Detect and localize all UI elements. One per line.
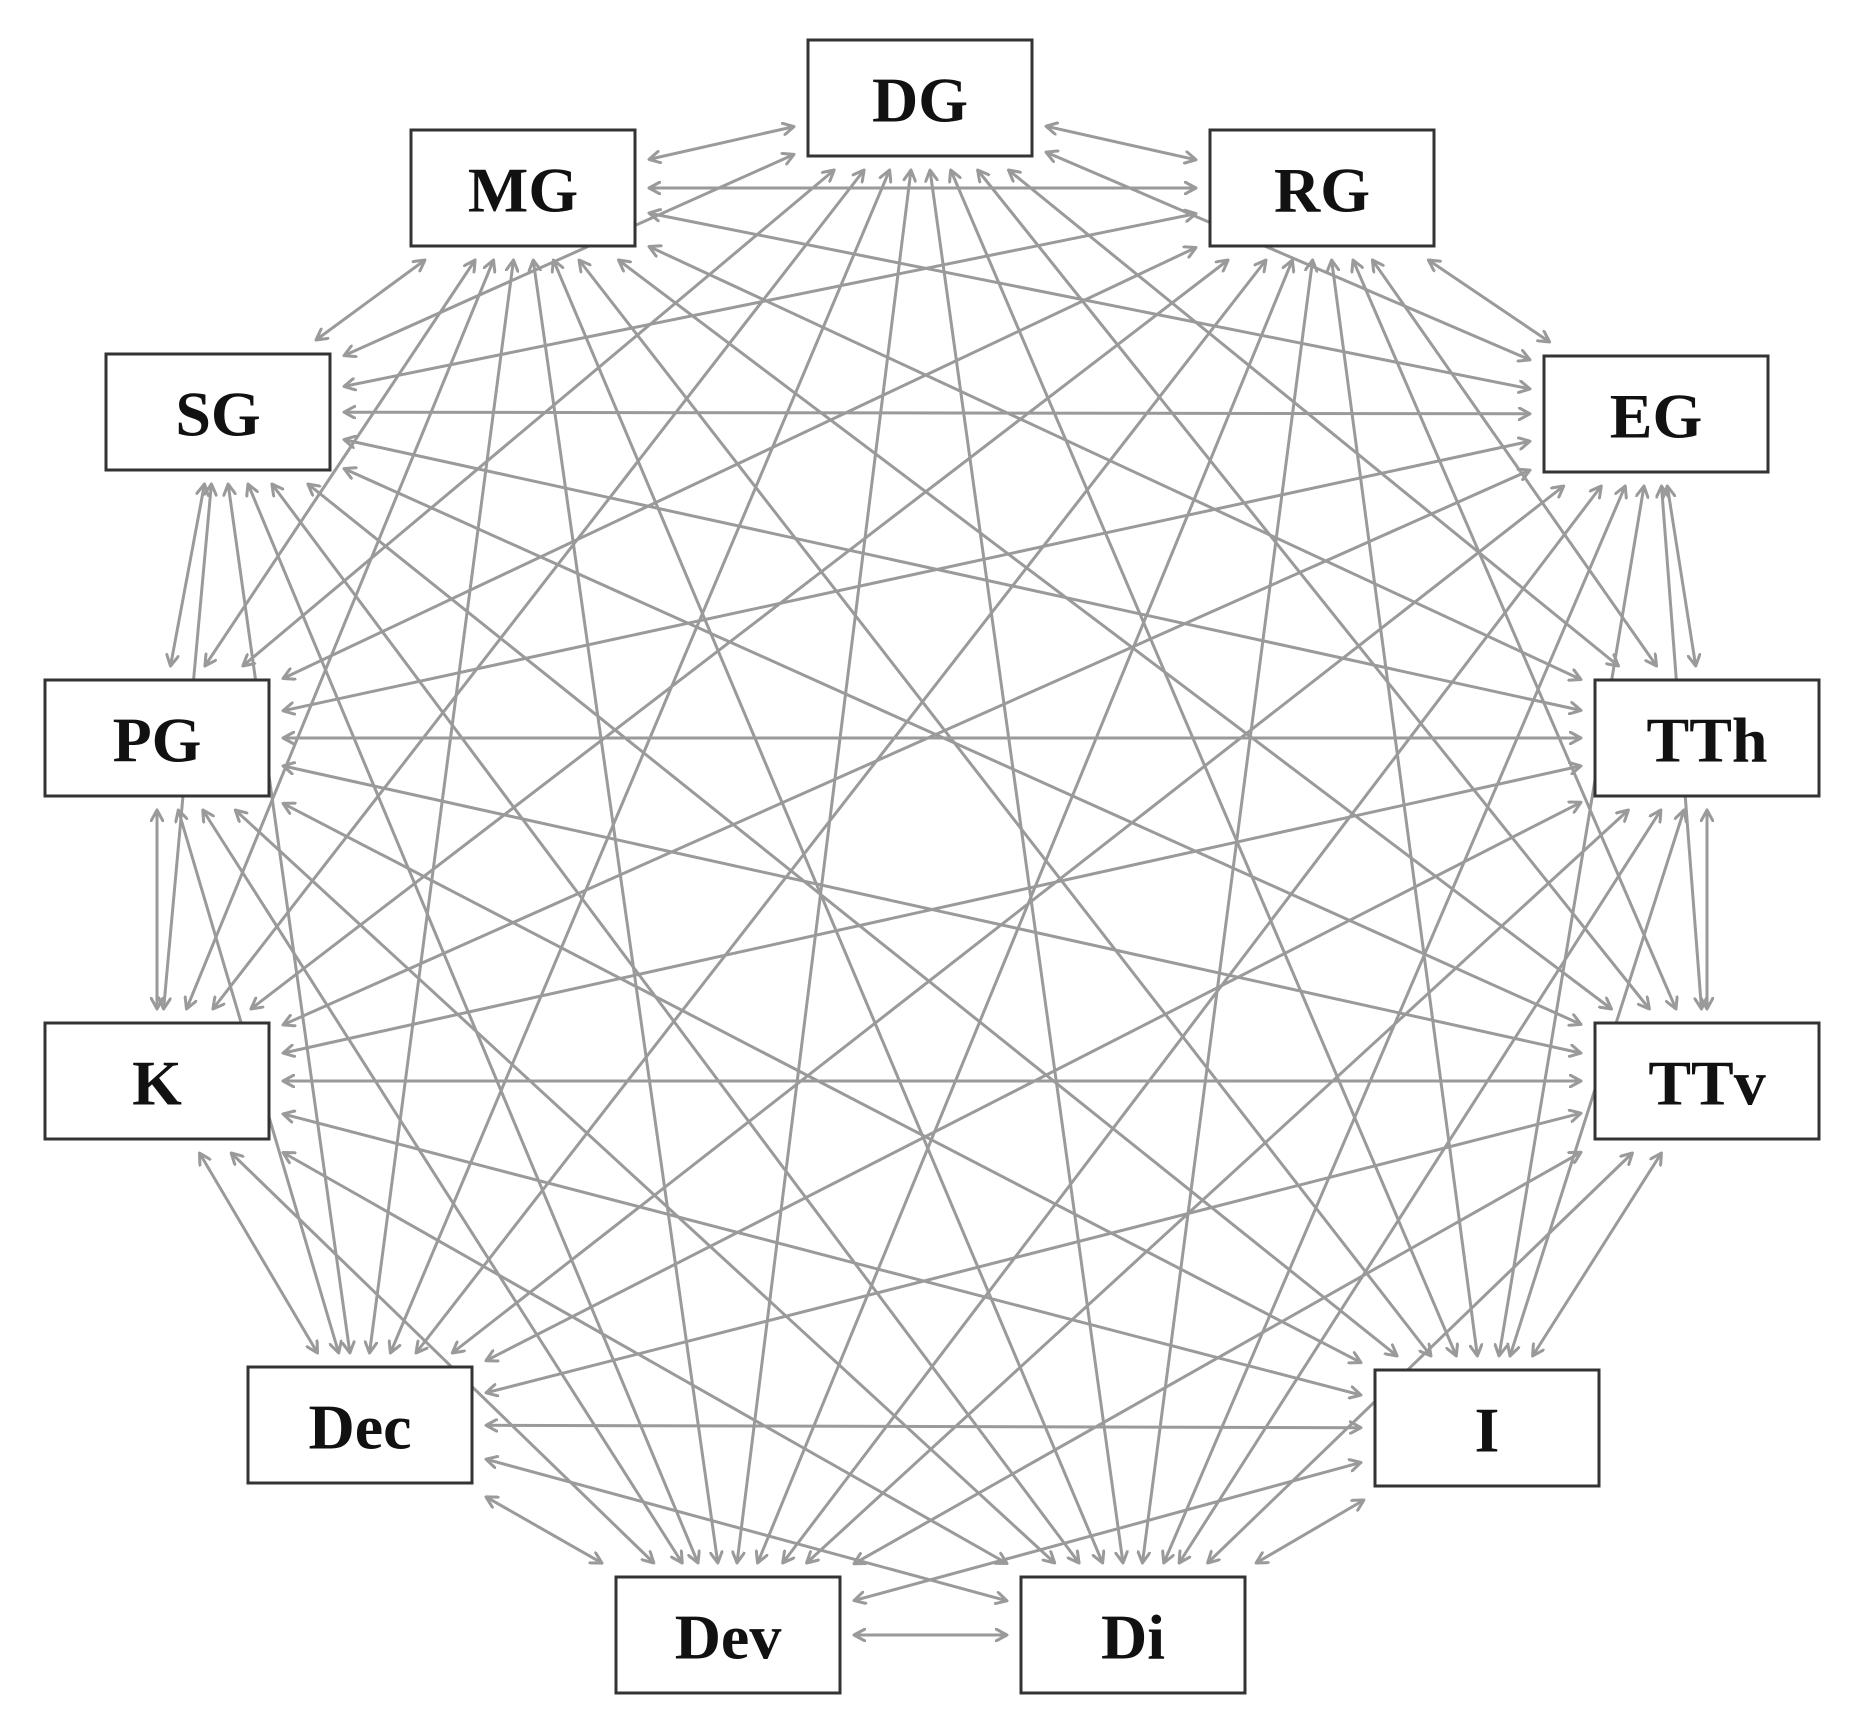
- node-label-dev: Dev: [675, 1602, 782, 1673]
- edge-sg-eg: [344, 412, 1530, 414]
- edge-dev-dec: [486, 1497, 602, 1563]
- node-box-ttv: [1593, 1021, 1821, 1141]
- node-tth: TTh: [1593, 678, 1821, 798]
- edge-rg-dev: [758, 260, 1293, 1563]
- node-box-pg: [43, 678, 271, 798]
- node-label-ttv: TTv: [1648, 1048, 1765, 1119]
- node-sg: SG: [104, 352, 332, 472]
- edge-ttv-i: [1533, 1153, 1662, 1356]
- node-pg: PG: [43, 678, 271, 798]
- edge-i-dec: [486, 1425, 1361, 1427]
- node-label-mg: MG: [468, 155, 578, 226]
- node-dev: Dev: [614, 1575, 842, 1695]
- edge-i-di: [1256, 1500, 1364, 1563]
- node-box-di: [1019, 1575, 1247, 1695]
- node-label-di: Di: [1101, 1602, 1165, 1673]
- node-box-tth: [1593, 678, 1821, 798]
- edge-dec-k: [200, 1153, 318, 1353]
- node-i: I: [1373, 1368, 1601, 1488]
- edge-pg-sg: [171, 484, 205, 666]
- edge-mg-dev: [533, 260, 718, 1563]
- edge-sg-i: [308, 484, 1397, 1356]
- edge-sg-dec: [228, 484, 350, 1353]
- edge-ttv-di: [1208, 1153, 1633, 1563]
- node-box-dg: [806, 38, 1034, 158]
- edge-dg-rg: [1046, 126, 1196, 160]
- node-k: K: [43, 1021, 271, 1141]
- node-ttv: TTv: [1593, 1021, 1821, 1141]
- node-label-rg: RG: [1274, 155, 1370, 226]
- node-dec: Dec: [246, 1365, 474, 1485]
- edge-eg-tth: [1667, 486, 1695, 666]
- edge-mg-i: [579, 260, 1431, 1356]
- edge-k-i: [283, 1114, 1361, 1395]
- edge-rg-i: [1332, 260, 1478, 1356]
- node-box-sg: [104, 352, 332, 472]
- node-label-pg: PG: [113, 705, 202, 776]
- node-label-i: I: [1475, 1395, 1500, 1466]
- edge-mg-dec: [370, 260, 514, 1353]
- node-box-dec: [246, 1365, 474, 1485]
- edge-rg-k: [251, 260, 1228, 1009]
- edge-mg-dg: [649, 127, 794, 160]
- edge-rg-di: [1142, 260, 1312, 1563]
- node-label-tth: TTh: [1647, 705, 1768, 776]
- node-box-k: [43, 1021, 271, 1141]
- node-box-mg: [409, 128, 637, 248]
- edge-dg-dev: [737, 170, 911, 1563]
- node-label-k: K: [132, 1048, 182, 1119]
- node-di: Di: [1019, 1575, 1247, 1695]
- edge-eg-i: [1499, 486, 1644, 1356]
- node-eg: EG: [1542, 354, 1770, 474]
- edge-dg-dec: [390, 170, 889, 1353]
- edge-dg-i: [951, 170, 1457, 1356]
- node-label-sg: SG: [175, 379, 260, 450]
- edge-rg-pg: [283, 248, 1196, 679]
- node-box-rg: [1208, 128, 1436, 248]
- node-label-dg: DG: [872, 65, 968, 136]
- edges-layer: [157, 126, 1707, 1635]
- edge-dg-di: [930, 170, 1123, 1563]
- edge-k-dev: [231, 1153, 654, 1563]
- edge-mg-ttv: [619, 260, 1612, 1009]
- node-dg: DG: [806, 38, 1034, 158]
- edge-di-dec: [486, 1459, 1007, 1601]
- node-box-i: [1373, 1368, 1601, 1488]
- node-mg: MG: [409, 128, 637, 248]
- edge-sg-tth: [344, 440, 1581, 711]
- node-rg: RG: [1208, 128, 1436, 248]
- node-box-eg: [1542, 354, 1770, 474]
- node-label-eg: EG: [1610, 381, 1702, 452]
- node-box-dev: [614, 1575, 842, 1695]
- edge-ttv-dec: [486, 1113, 1581, 1393]
- node-label-dec: Dec: [308, 1392, 411, 1463]
- edge-rg-eg: [1428, 260, 1549, 342]
- edge-eg-pg: [283, 441, 1530, 711]
